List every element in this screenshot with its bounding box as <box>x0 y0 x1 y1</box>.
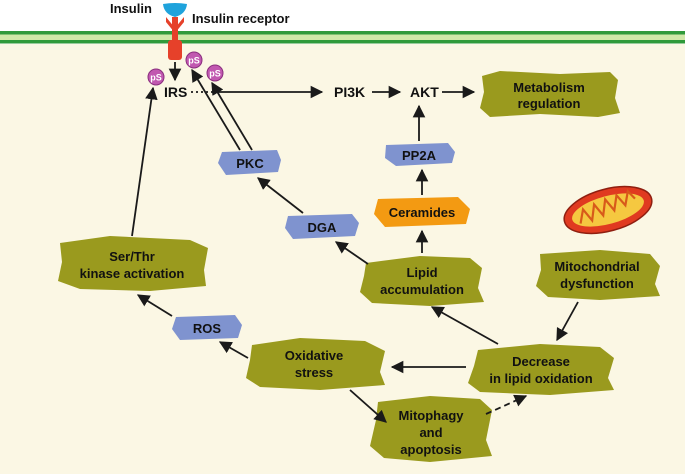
metabolism-regulation-box: Metabolism regulation <box>480 71 620 117</box>
arrow-mito-dysfunction-to-decrease <box>556 301 579 342</box>
ps-marker-label: pS <box>188 56 200 66</box>
ser-thr-kinase-box: Ser/Thr kinase activation <box>58 236 208 291</box>
ps-marker-3: pS <box>206 64 224 82</box>
decrease-lipid-oxidation-line-2: in lipid oxidation <box>489 371 592 386</box>
mitophagy-line-1: Mitophagy <box>399 408 465 423</box>
ps-marker-2: pS <box>185 51 203 69</box>
cell-membrane <box>0 31 685 44</box>
arrow-lipid-to-dga <box>334 241 369 265</box>
mito-dysfunction-line-2: dysfunction <box>560 276 634 291</box>
arrow-pkc-to-irs-1 <box>191 68 241 151</box>
mitochondrion-icon <box>563 185 653 235</box>
arrow-oxidative-to-ros <box>218 341 249 359</box>
lipid-accumulation-line-2: accumulation <box>380 282 464 297</box>
lipid-accumulation-line-1: Lipid <box>406 265 437 280</box>
mito-dysfunction-line-1: Mitochondrial <box>554 259 639 274</box>
mitophagy-apoptosis-box: Mitophagy and apoptosis <box>370 396 492 462</box>
pkc-label: PKC <box>236 156 264 171</box>
mitophagy-line-2: and <box>419 425 442 440</box>
ps-marker-label: pS <box>150 73 162 83</box>
insulin-icon <box>163 3 187 17</box>
arrow-ser-thr-to-irs <box>131 86 158 237</box>
oxidative-stress-box: Oxidative stress <box>246 338 385 390</box>
arrow-oxidative-to-mitophagy <box>349 389 387 423</box>
dga-box: DGA <box>285 214 359 239</box>
oxidative-stress-line-1: Oxidative <box>285 348 344 363</box>
insulin-label: Insulin <box>110 1 152 16</box>
ps-marker-1: pS <box>147 68 165 86</box>
lipid-accumulation-box: Lipid accumulation <box>360 256 484 306</box>
akt-label: AKT <box>410 84 439 100</box>
pkc-box: PKC <box>218 150 281 175</box>
irs-label: IRS <box>164 84 187 100</box>
ser-thr-line-2: kinase activation <box>80 266 185 281</box>
pp2a-box: PP2A <box>385 143 455 166</box>
pi3k-label: PI3K <box>334 84 365 100</box>
insulin-receptor-label: Insulin receptor <box>192 11 290 26</box>
ceramides-label: Ceramides <box>389 205 455 220</box>
oxidative-stress-line-2: stress <box>295 365 333 380</box>
decrease-lipid-oxidation-box: Decrease in lipid oxidation <box>468 344 614 395</box>
insulin-receptor-icon <box>166 17 184 60</box>
metabolism-line-2: regulation <box>518 96 581 111</box>
dga-label: DGA <box>308 220 338 235</box>
mitophagy-line-3: apoptosis <box>400 442 461 457</box>
arrow-decrease-to-lipid <box>430 306 499 345</box>
decrease-lipid-oxidation-line-1: Decrease <box>512 354 570 369</box>
arrow-mitophagy-to-decrease-dashed <box>485 394 528 415</box>
arrow-ros-to-ser-thr <box>136 294 173 317</box>
ps-marker-label: pS <box>209 69 221 79</box>
ros-label: ROS <box>193 321 222 336</box>
ser-thr-line-1: Ser/Thr <box>109 249 155 264</box>
arrow-pkc-to-irs-2 <box>211 81 253 151</box>
metabolism-line-1: Metabolism <box>513 80 585 95</box>
ceramides-box: Ceramides <box>374 197 470 227</box>
ros-box: ROS <box>172 315 242 340</box>
pp2a-label: PP2A <box>402 148 437 163</box>
arrow-dga-to-pkc <box>257 177 304 214</box>
mitochondrial-dysfunction-box: Mitochondrial dysfunction <box>536 250 660 300</box>
